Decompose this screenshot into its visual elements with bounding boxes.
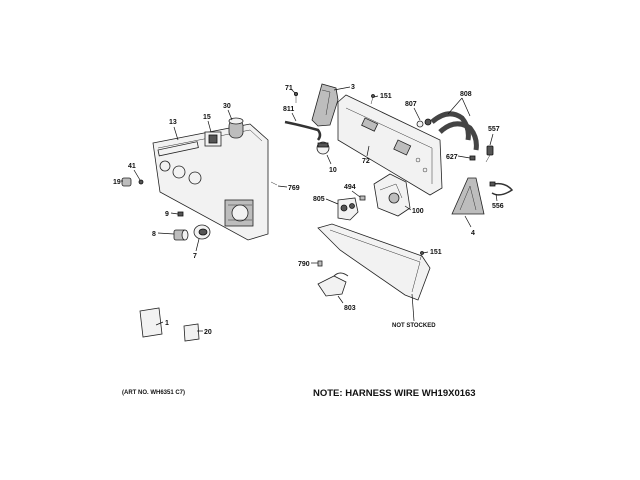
- callout-4: 4: [471, 230, 475, 237]
- callout-811: 811: [283, 106, 294, 113]
- harness-811: [284, 120, 322, 141]
- pressure-switch-10: [316, 141, 330, 155]
- base-bracket-not-stocked: [317, 223, 431, 301]
- capacitor-30: [228, 117, 244, 139]
- switch-15: [204, 131, 222, 147]
- callout-627: 627: [446, 154, 458, 161]
- harness-556: [489, 181, 514, 196]
- endcap-4: [451, 177, 485, 215]
- sensor-557: [485, 145, 494, 163]
- callout-41: 41: [128, 163, 136, 170]
- callout-803: 803: [344, 305, 356, 312]
- endcap-3: [311, 83, 339, 127]
- harness-note: NOTE: HARNESS WIRE WH19X0163: [313, 388, 476, 399]
- clip-494: [359, 195, 366, 201]
- screw-151-top: [370, 94, 375, 105]
- not-stocked-label: NOT STOCKED: [392, 323, 436, 329]
- knob-8: [173, 229, 189, 241]
- card-20: [183, 323, 200, 342]
- callout-151-top: 151: [380, 93, 392, 100]
- callout-494: 494: [344, 184, 356, 191]
- callout-805: 805: [313, 196, 325, 203]
- hoses-808: [430, 111, 479, 151]
- clip-790: [317, 260, 323, 267]
- callout-30: 30: [223, 103, 231, 110]
- callout-7: 7: [193, 253, 197, 260]
- callout-769: 769: [288, 185, 300, 192]
- knob-9: [177, 211, 184, 217]
- callout-790: 790: [298, 261, 310, 268]
- control-panel-13: [152, 123, 269, 241]
- callout-3: 3: [351, 84, 355, 91]
- backsplash-72: [337, 94, 443, 196]
- callout-557: 557: [488, 126, 500, 133]
- callout-151-lower: 151: [430, 249, 442, 256]
- callout-72: 72: [362, 158, 370, 165]
- bracket-803: [317, 272, 349, 297]
- knob-19: [121, 177, 144, 187]
- art-number: (ART NO. WH6351 C7): [122, 390, 185, 396]
- callout-9: 9: [165, 211, 169, 218]
- washer-807: [416, 118, 432, 128]
- callout-8: 8: [152, 231, 156, 238]
- callout-807: 807: [405, 101, 417, 108]
- callout-71: 71: [285, 85, 293, 92]
- callout-808: 808: [460, 91, 472, 98]
- manual-1: [139, 307, 163, 338]
- knob-7: [193, 224, 211, 240]
- callout-100: 100: [412, 208, 424, 215]
- callout-19: 19: [113, 179, 121, 186]
- callout-556: 556: [492, 203, 504, 210]
- inlet-valve-805: [337, 197, 359, 221]
- callout-10: 10: [329, 167, 337, 174]
- callout-1: 1: [165, 320, 169, 327]
- clip-627: [469, 155, 476, 161]
- module-100: [373, 173, 411, 217]
- callout-13: 13: [169, 119, 177, 126]
- callout-20: 20: [204, 329, 212, 336]
- screw-769: [270, 181, 278, 186]
- screw-71: [293, 92, 298, 103]
- callout-15: 15: [203, 114, 211, 121]
